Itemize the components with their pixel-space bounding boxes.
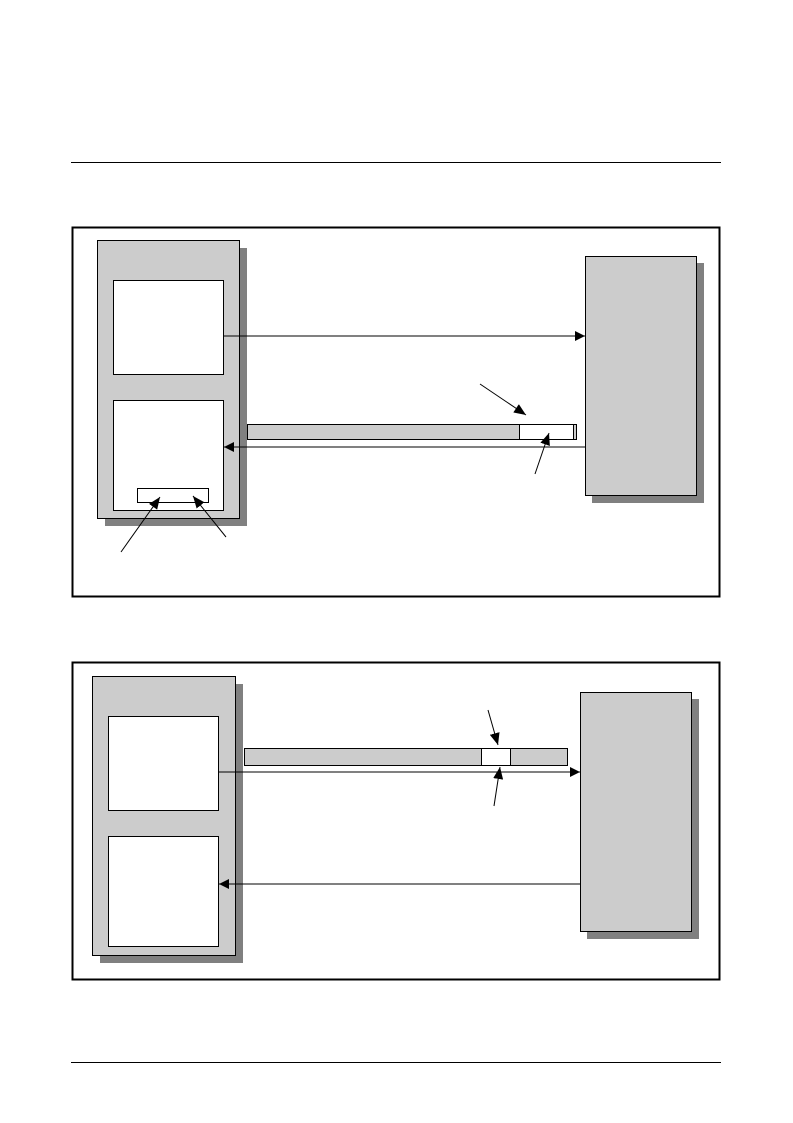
diagram-1 [71, 226, 721, 598]
diagram-1-left-upper-box [113, 280, 224, 375]
diagram-2-transfer-bar-slot [481, 748, 511, 766]
diagram-2-pointer-bottom [493, 766, 504, 807]
diagram-2 [71, 661, 721, 981]
diagram-2-left-lower-box [108, 836, 219, 947]
diagram-2-right-block [580, 692, 692, 932]
diagram-2-transfer-bar [244, 748, 568, 766]
diagram-1-pointer-bar-bottom [534, 432, 550, 475]
footer-rule [71, 1062, 721, 1063]
diagram-2-pointer-top [487, 709, 500, 746]
diagram-1-transfer-bar-slot [519, 424, 574, 440]
diagram-1-pointer-slot-left [120, 496, 161, 553]
diagram-1-pointer-top [479, 383, 527, 416]
diagram-1-right-block [585, 256, 697, 496]
diagram-1-pointer-slot-right [192, 495, 227, 538]
diagram-1-transfer-bar [247, 424, 577, 440]
diagram-2-left-upper-box [108, 716, 219, 811]
diagram-1-buffer-slot [137, 488, 209, 503]
header-rule [71, 162, 721, 163]
